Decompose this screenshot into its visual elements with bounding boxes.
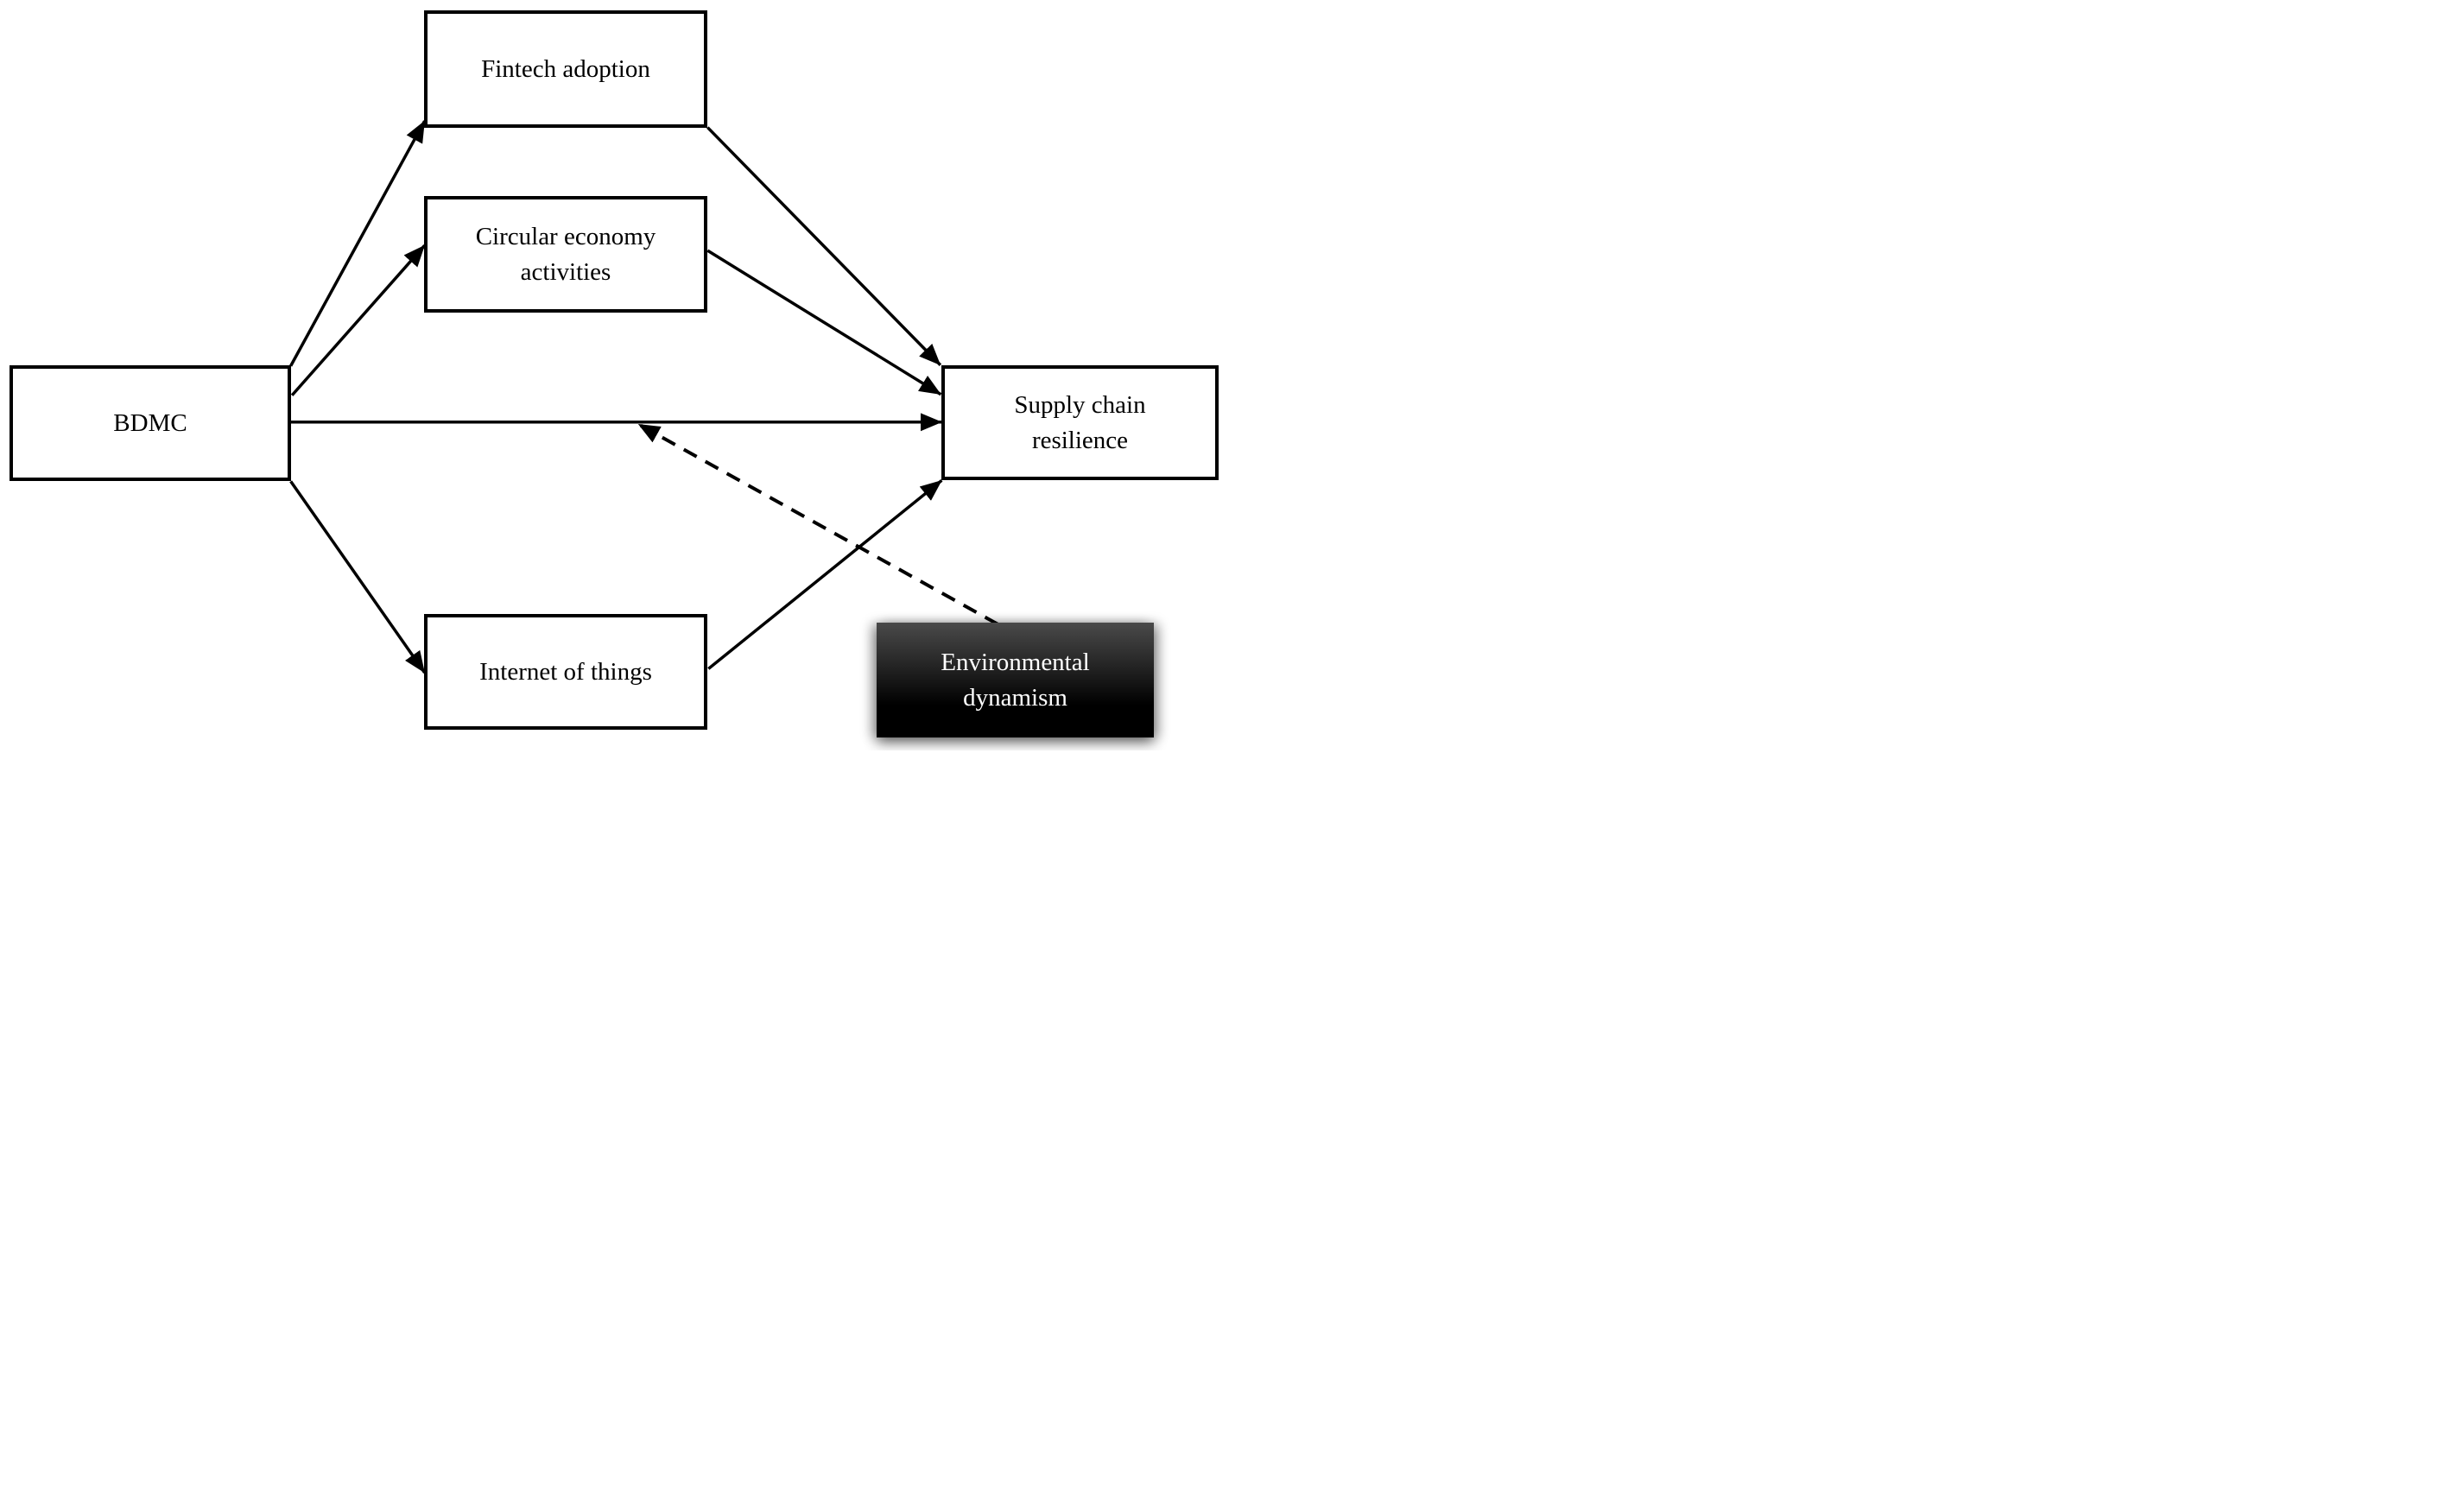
node-supply-chain-resilience-label: Supply chain resilience <box>1014 390 1146 454</box>
node-circular-economy-activities: Circular economy activities <box>424 196 707 313</box>
edge-internet-of-things-to-supply-chain-resilience <box>707 478 943 670</box>
connector-layer <box>289 120 999 674</box>
node-fintech-adoption-label: Fintech adoption <box>481 54 650 83</box>
node-circular-economy-activities-label: Circular economy activities <box>475 222 656 286</box>
node-internet-of-things-label: Internet of things <box>479 657 652 686</box>
edge-fintech-to-supply-chain-resilience <box>706 126 942 366</box>
edge-circular-economy-to-supply-chain-resilience <box>706 249 942 396</box>
node-environmental-dynamism: Environmental dynamism <box>877 623 1154 737</box>
node-bdmc-label: BDMC <box>113 408 187 437</box>
diagram-canvas: BDMC Fintech adoption Circular economy a… <box>0 0 1232 750</box>
node-bdmc: BDMC <box>10 365 291 481</box>
node-internet-of-things: Internet of things <box>424 614 707 730</box>
edge-bdmc-to-circular-economy <box>290 244 426 396</box>
edge-bdmc-to-fintech <box>289 120 427 367</box>
node-fintech-adoption: Fintech adoption <box>424 10 707 128</box>
node-supply-chain-resilience: Supply chain resilience <box>941 365 1219 480</box>
edge-bdmc-to-internet-of-things <box>289 480 427 674</box>
node-environmental-dynamism-label: Environmental dynamism <box>941 648 1090 712</box>
edge-environmental-dynamism-moderation <box>637 422 999 626</box>
